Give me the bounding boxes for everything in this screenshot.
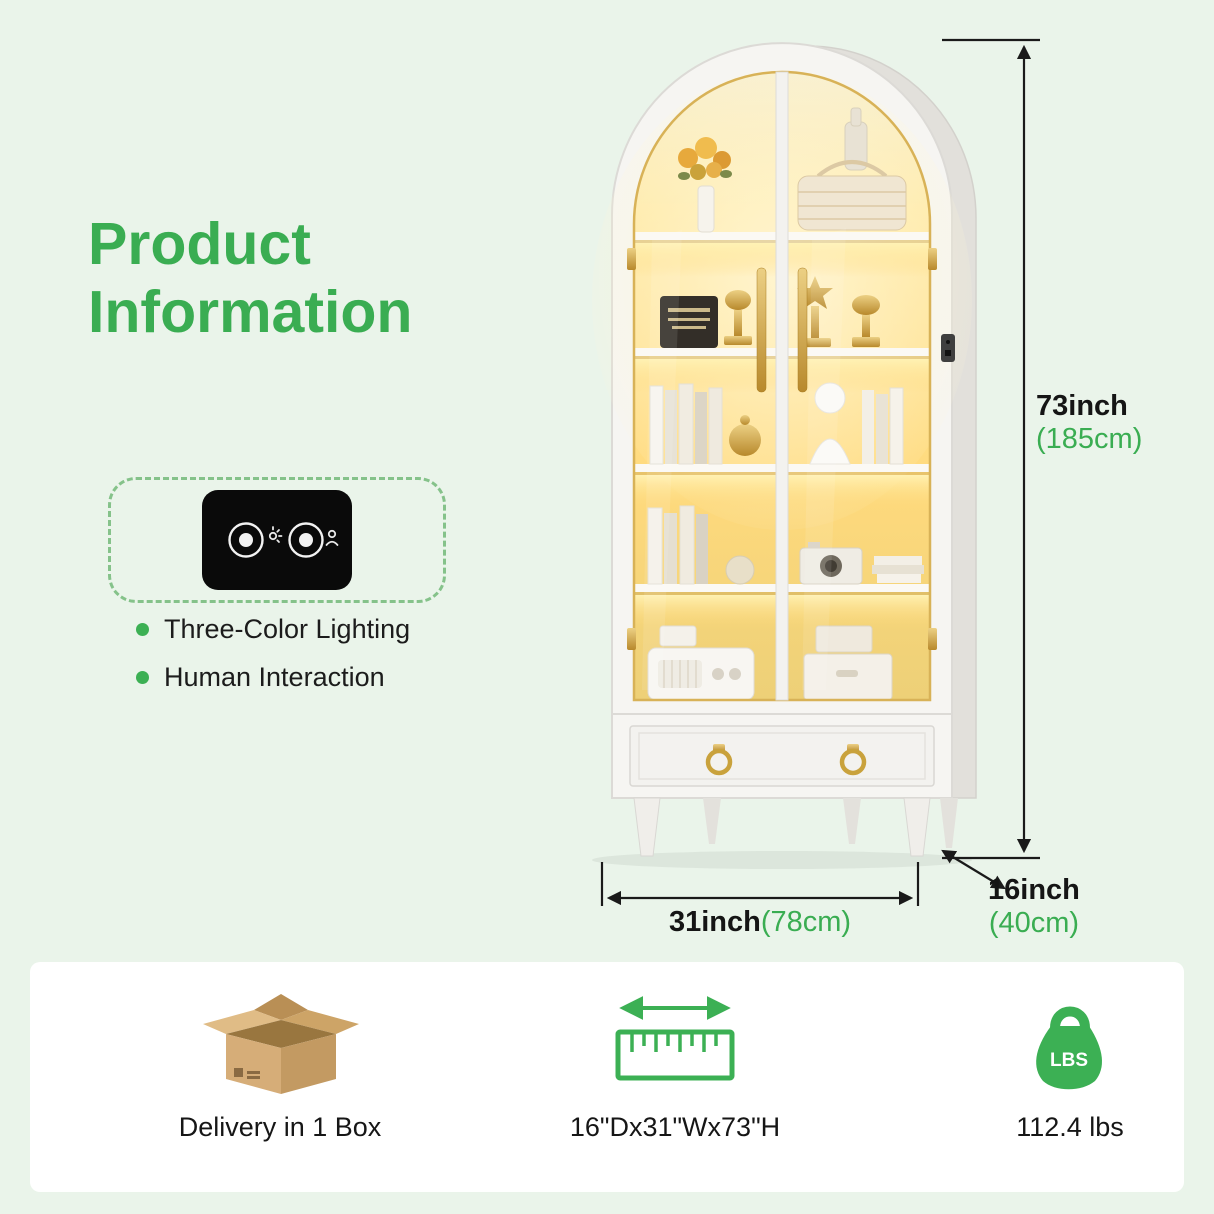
cabinet-illustration — [592, 42, 977, 857]
depth-dimension-line — [941, 849, 1006, 890]
feature-item: Human Interaction — [136, 662, 410, 693]
feature-label: Three-Color Lighting — [164, 614, 411, 644]
height-dimension-label: 73inch (185cm) — [1036, 390, 1142, 457]
dimension-lines — [600, 38, 1040, 906]
delivery-info: Delivery in 1 Box — [120, 984, 440, 1143]
remote-control-graphic — [202, 490, 352, 590]
lbs-text: LBS — [1050, 1050, 1088, 1071]
box-icon — [198, 984, 363, 1096]
width-cm: (78cm) — [760, 906, 852, 938]
footer-info-bar: Delivery in 1 Box — [30, 962, 1184, 1192]
bullet-dot — [136, 623, 149, 636]
depth-cm: (40cm) — [988, 907, 1080, 940]
height-inches: 73inch — [1036, 390, 1128, 422]
weight-info: LBS 112.4 lbs — [910, 984, 1214, 1143]
decor-radio-boxes — [647, 625, 893, 701]
person-icon — [325, 529, 339, 546]
legs — [633, 797, 958, 857]
door-handles — [756, 267, 808, 393]
size-info: 16"Dx31"Wx73"H — [515, 984, 835, 1143]
door-seam — [775, 71, 789, 701]
page-title: Product Information — [88, 210, 412, 347]
width-inches: 31inch — [668, 906, 761, 938]
delivery-label: Delivery in 1 Box — [178, 1112, 382, 1142]
decor-flowers — [678, 137, 732, 233]
decor-books-bust — [649, 382, 904, 465]
decor-basket — [797, 107, 907, 231]
weight-icon: LBS — [1024, 984, 1116, 1096]
bullet-dot — [136, 671, 149, 684]
drawer — [611, 713, 953, 799]
decor-books-camera — [647, 505, 924, 585]
width-dimension-label: 31inch(78cm) — [560, 906, 960, 939]
floor-shadow — [592, 851, 972, 869]
weight-label: 112.4 lbs — [1016, 1112, 1124, 1142]
depth-inches: 16inch — [988, 874, 1080, 906]
door-hinges — [627, 248, 937, 650]
title-line-2: Information — [88, 279, 413, 346]
cabinet-scene — [592, 38, 1040, 906]
remote-feature-box — [108, 477, 446, 603]
feature-item: Three-Color Lighting — [136, 614, 410, 645]
depth-dimension-label: 16inch (40cm) — [988, 874, 1080, 941]
size-label: 16"Dx31"Wx73"H — [569, 1112, 781, 1142]
light-icon — [268, 526, 283, 543]
ruler-icon — [610, 984, 740, 1096]
height-cm: (185cm) — [1036, 423, 1143, 456]
title-line-1: Product — [88, 211, 311, 277]
remote-buttons-icon — [228, 522, 339, 558]
feature-list: Three-Color Lighting Human Interaction — [136, 614, 410, 693]
power-sensor — [941, 334, 955, 362]
feature-label: Human Interaction — [164, 662, 385, 692]
